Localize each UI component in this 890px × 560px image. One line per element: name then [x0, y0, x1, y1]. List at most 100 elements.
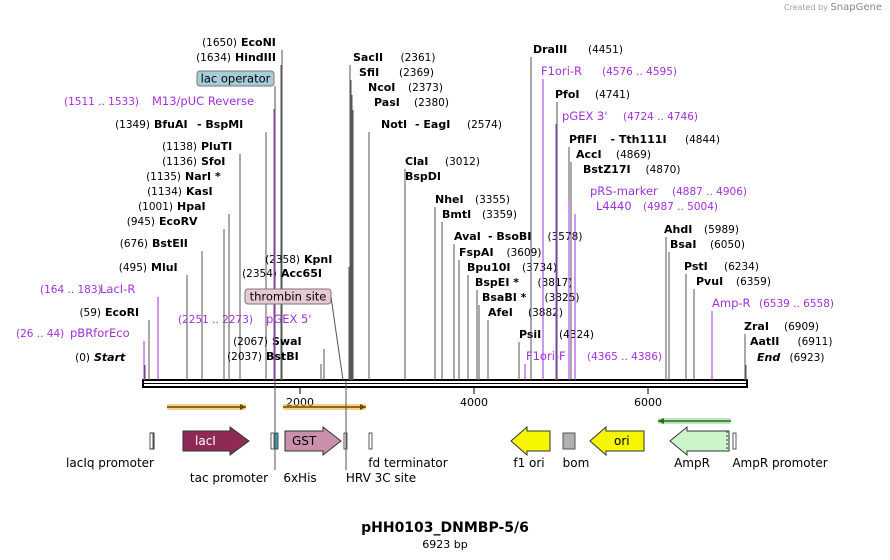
feature-label-tacpromoter: tac promoter: [190, 471, 268, 485]
thrombin-site-label: thrombin site: [250, 290, 327, 304]
site-label: MluI: [151, 261, 178, 274]
orf-gst-head: [360, 404, 366, 410]
bom-feature: [562, 432, 576, 450]
site-position: (2361): [401, 52, 436, 64]
site-label-2: - BspMI: [197, 118, 243, 131]
primer-range: (26 .. 44): [16, 328, 64, 340]
site-label: BsaBI *: [482, 291, 527, 304]
site-position: (1650): [202, 37, 237, 49]
laci-label: lacI: [195, 434, 216, 448]
site-label: EcoRI: [105, 306, 139, 319]
site-label: AfeI: [488, 306, 513, 319]
primer-label: LacI-R: [100, 282, 135, 296]
site-position: (3734): [522, 262, 557, 274]
lac-operator-box: [196, 70, 275, 87]
site-position: (3578): [548, 231, 583, 243]
primer-range: (4887 .. 4906): [672, 186, 747, 198]
site-label: PvuI: [696, 275, 723, 288]
site-position: (3882): [528, 307, 563, 319]
primer-range: (4576 .. 4595): [602, 66, 677, 78]
site-label: ClaI: [405, 155, 428, 168]
site-label: Bpu10I: [467, 261, 511, 274]
site-position: (1134): [147, 186, 182, 198]
f1-ori-feature: [510, 425, 551, 457]
feature-label-hrv3csite: HRV 3C site: [346, 471, 416, 485]
site-position: (4324): [559, 329, 594, 341]
primer-label: Amp-R: [712, 296, 751, 310]
site-label: DraIII: [533, 43, 567, 56]
feature-label-amprpromoter: AmpR promoter: [732, 456, 827, 470]
brand-name: SnapGene: [830, 2, 882, 13]
plasmid-name: pHH0103_DNMBP-5/6: [361, 520, 529, 536]
site-label: BstBI: [266, 350, 299, 363]
feature-label-laciqpromoter: lacIq promoter: [66, 456, 154, 470]
orf-ampr-head: [658, 418, 664, 424]
site-position: (6923): [790, 352, 825, 364]
site-position: (1634): [196, 52, 231, 64]
site-label: EcoNI: [241, 36, 276, 49]
site-label: NotI: [381, 118, 407, 131]
site-label: BstEII: [152, 237, 188, 250]
ampr-promoter-glyph: [732, 432, 737, 450]
site-label: BfuAI: [154, 118, 188, 131]
feature-label-bom: bom: [563, 456, 590, 470]
primer-label: L4440: [596, 199, 632, 213]
site-position: (4870): [646, 164, 681, 176]
site-position: (2574): [467, 119, 502, 131]
site-position: (4451): [588, 44, 623, 56]
site-position: (0): [75, 352, 90, 364]
ruler-label-4000: 4000: [460, 396, 488, 409]
site-label: SfiI: [359, 66, 379, 79]
site-position: (4869): [616, 149, 651, 161]
primer-label: pRS-marker: [590, 184, 658, 198]
site-label: PsiI: [519, 328, 541, 341]
site-position: (2037): [227, 351, 262, 363]
site-position: (3355): [475, 194, 510, 206]
site-label: PluTI: [201, 140, 232, 153]
site-position: (945): [127, 216, 155, 228]
site-label: NcoI: [368, 81, 395, 94]
site-label: NarI *: [185, 170, 221, 183]
site-position: (2067): [233, 336, 268, 348]
site-label: BsaI: [670, 238, 696, 251]
site-position: (4844): [685, 134, 720, 146]
ori-feature: [589, 425, 645, 457]
site-position: (495): [119, 262, 147, 274]
site-label: PfoI: [555, 88, 580, 101]
primer-range: (4724 .. 4746): [623, 111, 698, 123]
site-label: SwaI: [272, 335, 302, 348]
primer-label: F1ori-F: [526, 349, 566, 363]
site-position: (6909): [784, 321, 819, 333]
site-label: KasI: [186, 185, 213, 198]
site-position: (59): [79, 307, 101, 319]
primer-range: (2251 .. 2273): [178, 314, 253, 326]
thrombin-site-box: [244, 288, 332, 305]
site-label-2: - Tth111I: [611, 133, 667, 146]
feature-label-ampr: AmpR: [674, 456, 710, 470]
site-position: (2369): [399, 67, 434, 79]
site-position: (3817): [538, 277, 573, 289]
site-position: (4741): [595, 89, 630, 101]
orf-laci-head: [240, 404, 246, 410]
site-position: (6911): [798, 336, 833, 348]
site-position: (3825): [545, 292, 580, 304]
site-label: KpnI: [304, 253, 332, 266]
site-label: SfoI: [201, 155, 225, 168]
primer-range: (1511 .. 1533): [64, 96, 139, 108]
site-label-2: - EagI: [415, 118, 450, 131]
tac-promoter-glyph: [270, 432, 275, 450]
site-label: BspEI *: [475, 276, 519, 289]
site-position: (1135): [146, 171, 181, 183]
feature-label-6xhis: 6xHis: [283, 471, 316, 485]
site-label: BmtI: [442, 208, 471, 221]
site-position: (1138): [162, 141, 197, 153]
site-position: (3359): [482, 209, 517, 221]
primer-label: F1ori-R: [541, 64, 582, 78]
primer-range: (164 .. 183): [40, 284, 102, 296]
ampr-feature: [669, 425, 730, 457]
site-position: (6234): [724, 261, 759, 273]
gst-feature: [284, 425, 342, 457]
site-label: AatII: [750, 335, 779, 348]
primer-label: pBRforEco: [70, 326, 130, 340]
